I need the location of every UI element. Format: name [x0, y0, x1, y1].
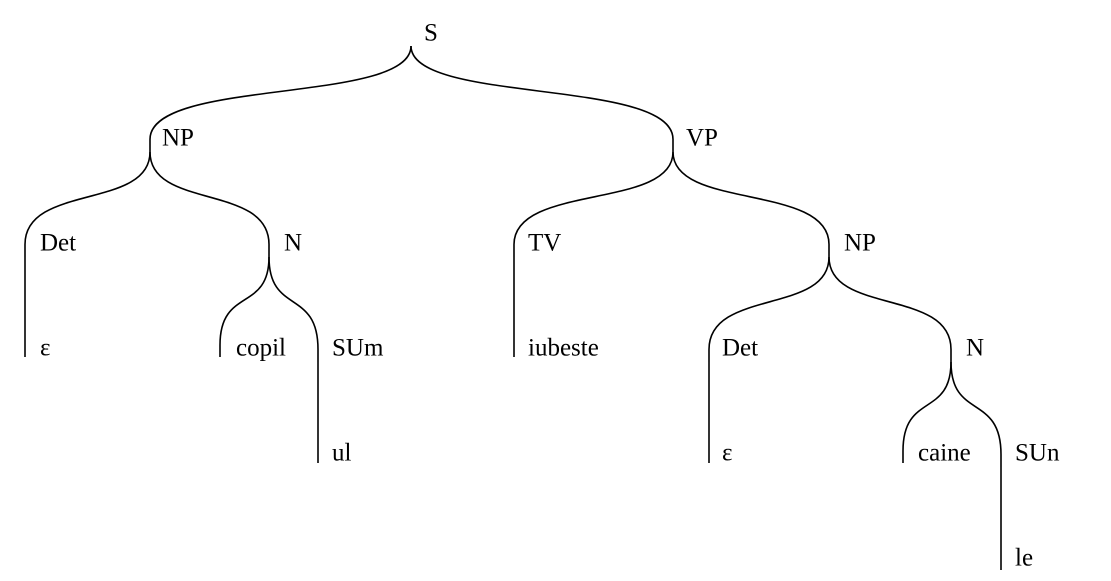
edge-n-object-to-sun	[950, 361, 1002, 467]
edge-n-object-to-caine	[902, 361, 952, 463]
leaf-copil: copil	[236, 335, 286, 362]
leaf-ul: ul	[332, 440, 352, 467]
node-np-subject: NP	[162, 125, 194, 152]
node-np-object: NP	[844, 230, 876, 257]
node-vp: VP	[686, 125, 718, 152]
leaf-epsilon-subject: ε	[40, 335, 51, 362]
edge-np-subject-to-n-subject	[149, 151, 270, 257]
edge-np-subject-to-det-subject	[24, 151, 151, 257]
node-n-subject: N	[284, 230, 302, 257]
edge-np-object-to-det-object	[708, 256, 830, 362]
node-sum: SUm	[332, 335, 384, 362]
edge-vp-to-np-object	[672, 151, 830, 257]
node-det-subject: Det	[40, 230, 76, 257]
leaf-epsilon-object: ε	[722, 440, 733, 467]
node-det-object: Det	[722, 335, 758, 362]
tree-edges	[24, 45, 1002, 570]
node-sun: SUn	[1015, 440, 1060, 467]
edge-n-subject-to-copil	[219, 256, 270, 357]
edge-n-subject-to-sum	[268, 256, 319, 362]
leaf-iubeste: iubeste	[528, 335, 599, 362]
node-n-object: N	[966, 335, 984, 362]
node-tv: TV	[528, 230, 561, 257]
node-s: S	[424, 20, 438, 47]
edge-np-object-to-n-object	[828, 256, 952, 362]
leaf-caine: caine	[918, 440, 971, 467]
edge-vp-to-tv	[513, 151, 674, 257]
leaf-le: le	[1015, 545, 1033, 572]
edge-s-to-vp	[410, 45, 674, 152]
edge-s-to-np-subject	[149, 45, 412, 152]
